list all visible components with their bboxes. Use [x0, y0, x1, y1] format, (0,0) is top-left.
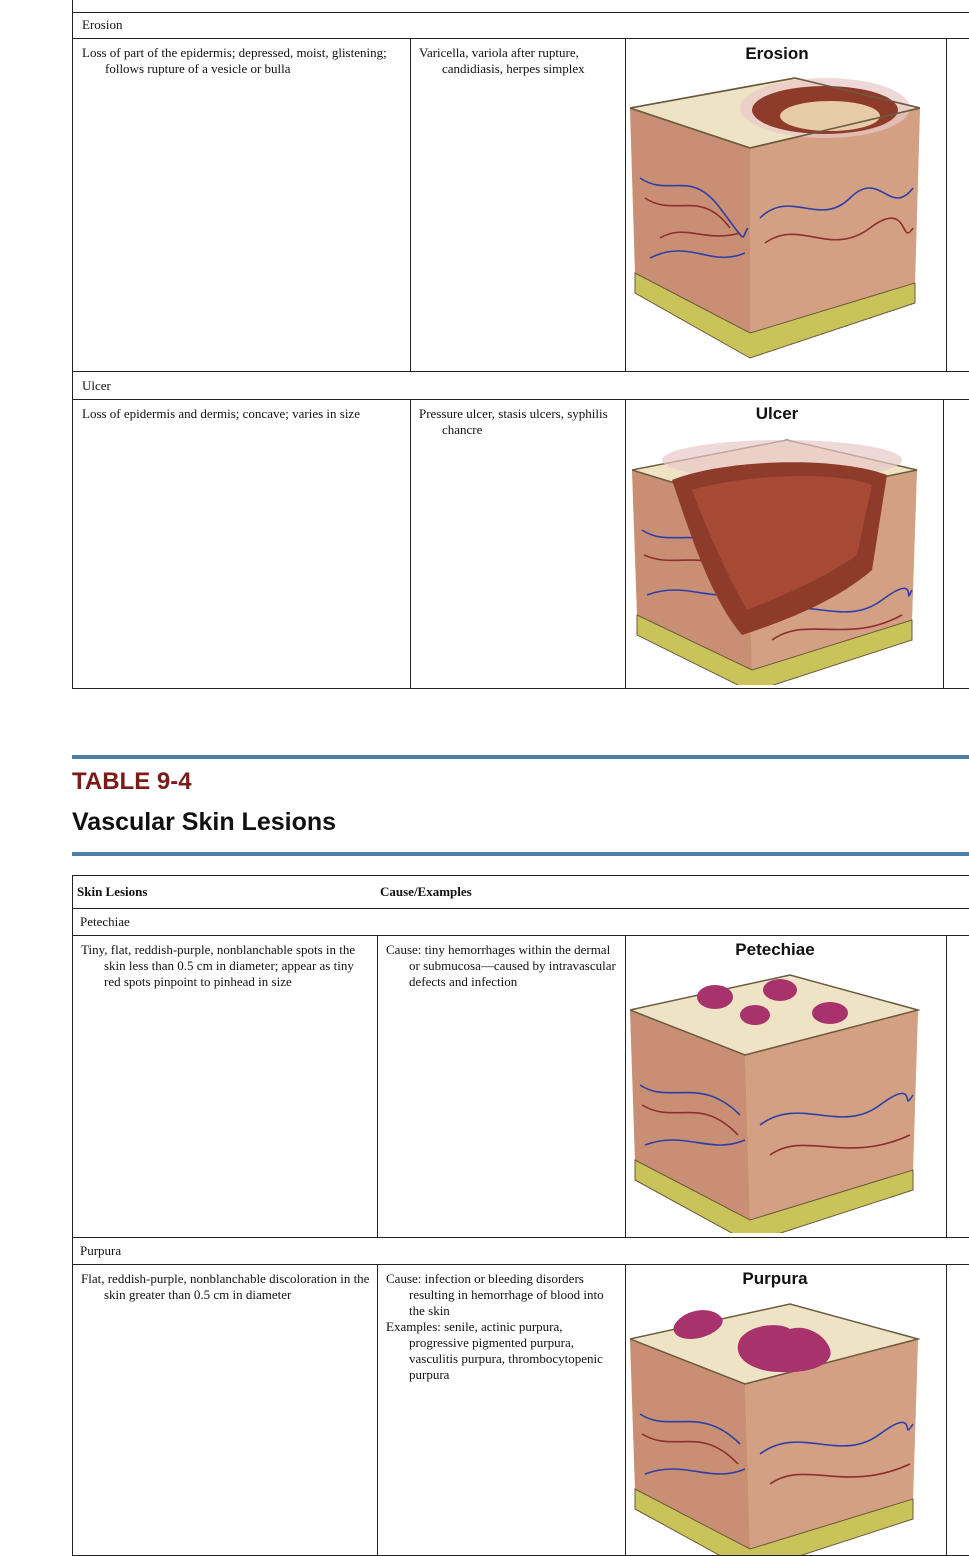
ulcer-examples: Pressure ulcer, stasis ulcers, syphilis …	[419, 406, 608, 437]
erosion-caption: Erosion	[745, 44, 809, 63]
purpura-description-cell: Flat, reddish-purple, nonblanchable disc…	[81, 1271, 373, 1303]
row-label-ulcer: Ulcer	[82, 378, 111, 393]
row-label-purpura: Purpura	[80, 1243, 122, 1258]
row-label-erosion: Erosion	[82, 17, 123, 32]
header-cause-examples: Cause/Examples	[380, 884, 472, 899]
petechiae-cause: Cause: tiny hemorrhages within the derma…	[386, 942, 616, 989]
petechiae-description-cell: Tiny, flat, reddish-purple, nonblanchabl…	[81, 942, 373, 990]
erosion-illustration	[630, 77, 920, 359]
header-skin-lesions: Skin Lesions	[77, 884, 148, 899]
petechiae-description: Tiny, flat, reddish-purple, nonblanchabl…	[81, 942, 356, 989]
purpura-cause: Cause: infection or bleeding disorders r…	[386, 1271, 604, 1318]
erosion-description: Loss of part of the epidermis; depressed…	[82, 45, 387, 76]
petechiae-caption: Petechiae	[735, 940, 815, 959]
purpura-description: Flat, reddish-purple, nonblanchable disc…	[81, 1271, 370, 1302]
skin-cross-section-illustration	[630, 77, 920, 359]
table-title-rule	[72, 852, 969, 856]
erosion-examples: Varicella, variola after rupture, candid…	[419, 45, 585, 76]
petechiae-illustration	[630, 974, 920, 1233]
ulcer-illustration	[632, 439, 918, 685]
erosion-description-cell: Loss of part of the epidermis; depressed…	[82, 45, 400, 77]
erosion-examples-cell: Varicella, variola after rupture, candid…	[419, 45, 619, 77]
table-title: Vascular Skin Lesions	[72, 808, 337, 836]
ulcer-examples-cell: Pressure ulcer, stasis ulcers, syphilis …	[419, 406, 619, 438]
purpura-examples: Examples: senile, actinic purpura, progr…	[386, 1319, 603, 1382]
table-label: TABLE 9-4	[72, 768, 192, 795]
petechiae-cause-cell: Cause: tiny hemorrhages within the derma…	[386, 942, 622, 990]
ulcer-description: Loss of epidermis and dermis; concave; v…	[82, 406, 360, 421]
purpura-cause-cell: Cause: infection or bleeding disorders r…	[386, 1271, 622, 1383]
row-label-petechiae: Petechiae	[80, 914, 130, 929]
table-top-rule	[72, 755, 969, 759]
ulcer-description-cell: Loss of epidermis and dermis; concave; v…	[82, 406, 400, 422]
purpura-caption: Purpura	[742, 1269, 808, 1288]
ulcer-caption: Ulcer	[755, 404, 799, 423]
purpura-illustration	[630, 1303, 920, 1556]
